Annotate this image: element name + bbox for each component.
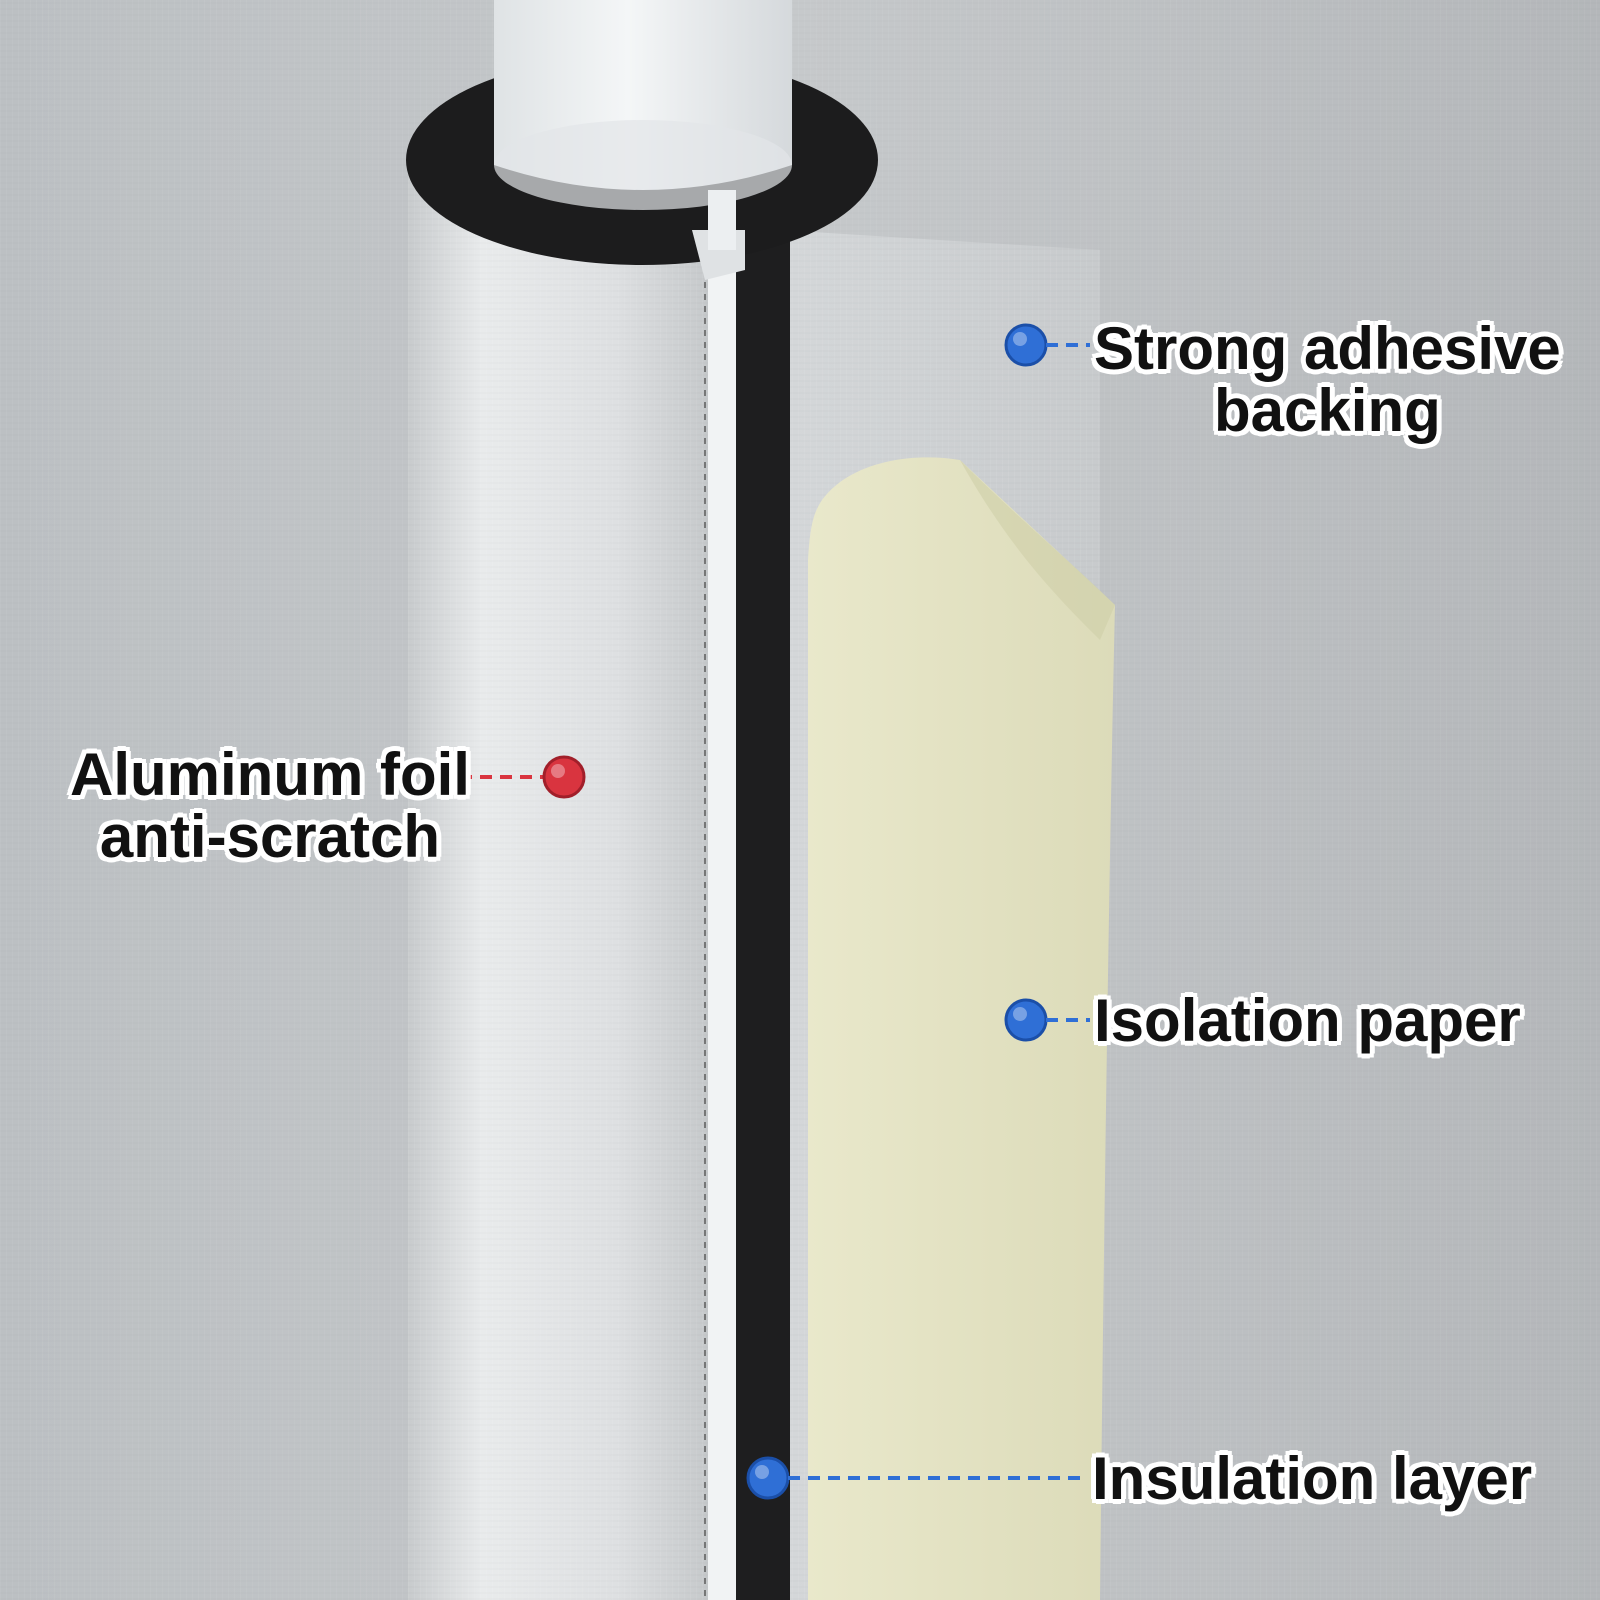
paper-label-line1: Isolation paper: [1094, 987, 1521, 1054]
adhesive-label-line2: backing: [1214, 377, 1441, 445]
paper-connector: [1004, 998, 1090, 1042]
foil-connector: [460, 755, 586, 799]
foam-strip: [736, 220, 790, 1600]
dot-marker-icon: [746, 1456, 790, 1500]
adhesive-connector: [1004, 323, 1090, 367]
foil-label: Aluminum foil anti-scratch: [70, 741, 470, 871]
dot-marker-icon: [1004, 998, 1048, 1042]
adhesive-label-line1: Strong adhesive: [1094, 315, 1561, 382]
foil-label-line2: anti-scratch: [99, 803, 441, 871]
foil-label-line1: Aluminum foil: [70, 741, 470, 808]
insulation-label: Insulation layer: [1092, 1445, 1533, 1512]
dot-marker-icon: [542, 755, 586, 799]
isolation-paper: [808, 457, 1115, 1600]
paper-label: Isolation paper: [1094, 987, 1521, 1054]
insulation-label-line1: Insulation layer: [1092, 1445, 1533, 1512]
adhesive-label: Strong adhesive backing: [1094, 315, 1561, 445]
pipe-slit: [708, 230, 736, 1600]
dot-marker-icon: [1004, 323, 1048, 367]
insulation-connector: [746, 1456, 1088, 1500]
